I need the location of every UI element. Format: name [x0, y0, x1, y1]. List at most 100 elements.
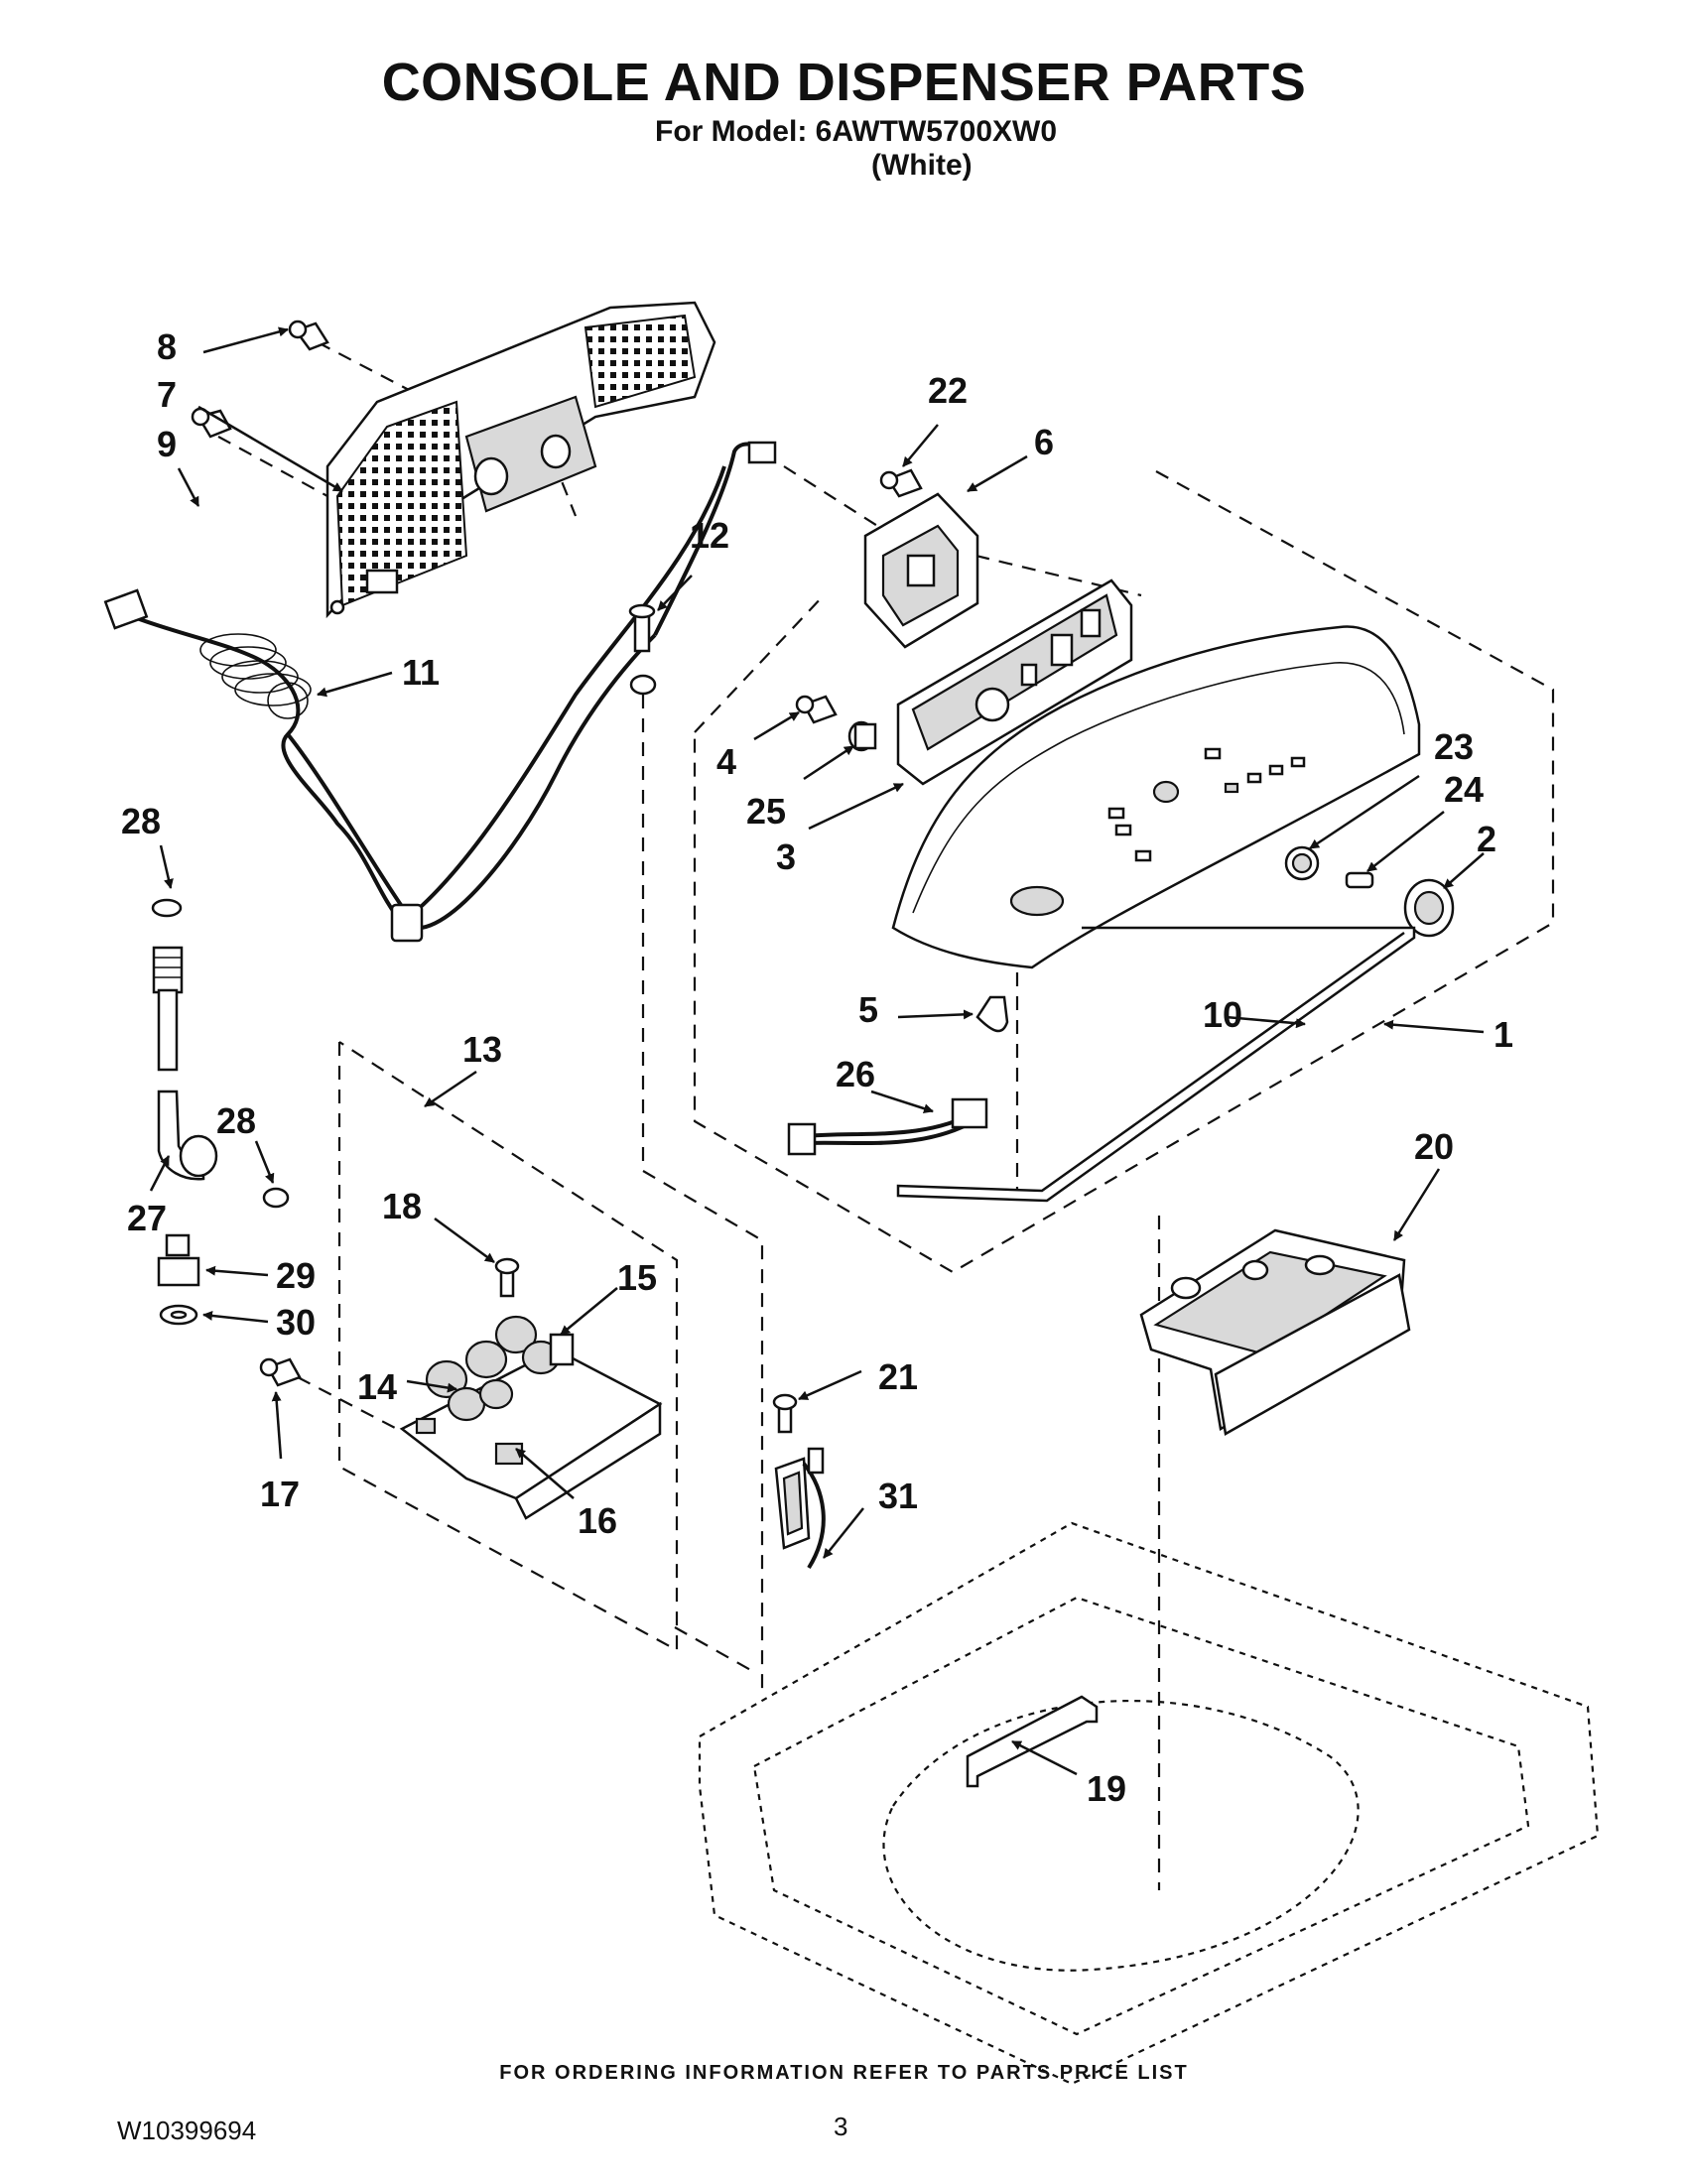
callout-6: 6 [1034, 422, 1054, 462]
callout-23: 23 [1434, 726, 1474, 767]
console [891, 625, 1421, 969]
callout-16: 16 [578, 1500, 617, 1541]
control-knob-2 [1403, 878, 1455, 938]
callout-28b: 28 [216, 1100, 256, 1141]
callout-15: 15 [617, 1257, 657, 1298]
leader-29 [205, 1265, 269, 1277]
model-number: For Model: 6AWTW5700XW0 [655, 115, 1058, 148]
user-interface-housing [863, 492, 979, 649]
knob-bezel-23 [1284, 845, 1320, 881]
screw-12 [628, 603, 657, 696]
dispenser-drawer [1139, 1228, 1411, 1436]
washer-30 [159, 1304, 198, 1326]
cabinet-top [698, 1521, 1600, 2086]
callout-12: 12 [690, 515, 729, 556]
lid-switch-31 [774, 1447, 826, 1570]
model-color: (White) [871, 149, 973, 182]
callout-24: 24 [1444, 769, 1484, 810]
leader-22 [902, 424, 939, 467]
leader-28a [159, 844, 174, 889]
console-assembly-outline [693, 470, 1555, 1274]
callout-18: 18 [382, 1186, 422, 1226]
callout-26: 26 [836, 1054, 875, 1094]
callout-2: 2 [1477, 819, 1496, 859]
callout-30: 30 [276, 1302, 316, 1343]
leader-16 [515, 1448, 575, 1499]
callout-8: 8 [157, 326, 177, 367]
leader-19 [1011, 1739, 1078, 1776]
console-seal-10 [896, 926, 1416, 1203]
screw-22 [879, 468, 923, 498]
leader-dashed-12 [641, 695, 764, 1692]
wire-harness-26 [787, 1097, 988, 1156]
callout-22: 22 [928, 370, 968, 411]
callout-3: 3 [776, 836, 796, 877]
screw-4 [795, 695, 838, 724]
callout-14: 14 [357, 1366, 397, 1407]
leader-31 [823, 1507, 864, 1559]
page-title: CONSOLE AND DISPENSER PARTS [381, 53, 1307, 112]
callout-27: 27 [127, 1198, 167, 1238]
leader-20 [1392, 1168, 1441, 1241]
leader-24 [1366, 811, 1445, 872]
leader-3 [808, 782, 904, 831]
leader-dashed-valve [674, 1626, 755, 1673]
leader-7 [197, 405, 343, 493]
screw-21 [772, 1393, 798, 1434]
callout-25: 25 [746, 791, 786, 832]
control-board [896, 578, 1133, 786]
clip-5 [975, 995, 1009, 1033]
inlet-hose-27 [151, 898, 218, 1181]
callout-9: 9 [157, 424, 177, 464]
leader-15 [560, 1287, 618, 1336]
leader-2 [1443, 852, 1485, 889]
leader-5 [897, 1009, 974, 1020]
coiled-cord [199, 633, 312, 719]
callout-10: 10 [1203, 994, 1242, 1035]
screw-18 [494, 1257, 520, 1298]
leader-28b [254, 1140, 275, 1184]
page-number: 3 [834, 2112, 848, 2141]
callout-7: 7 [157, 374, 177, 415]
leader-25 [803, 744, 854, 781]
callout-11: 11 [402, 652, 440, 693]
leader-4 [753, 710, 800, 741]
leader-17 [271, 1391, 283, 1460]
callout-31: 31 [878, 1476, 918, 1516]
leader-21 [798, 1369, 862, 1401]
leader-8 [202, 326, 289, 354]
screw-17 [259, 1357, 302, 1387]
leader-27 [149, 1155, 171, 1192]
callout-13: 13 [462, 1029, 502, 1070]
callout-5: 5 [858, 989, 878, 1030]
leader-9 [177, 467, 200, 507]
leader-18 [434, 1217, 495, 1264]
callout-21: 21 [878, 1356, 918, 1397]
leader-dashed-17 [297, 1376, 398, 1430]
washer-28b [262, 1187, 290, 1209]
leader-13 [424, 1070, 477, 1108]
leader-14 [406, 1379, 457, 1393]
leader-10 [1225, 1015, 1306, 1029]
document-id: W10399694 [117, 2116, 257, 2145]
leader-12 [657, 575, 693, 611]
callout-17: 17 [260, 1474, 300, 1514]
callout-19: 19 [1087, 1768, 1126, 1809]
screw-8 [288, 320, 329, 351]
callout-20: 20 [1414, 1126, 1454, 1167]
leader-23 [1309, 774, 1420, 850]
callout-1: 1 [1493, 1014, 1513, 1055]
leader-26 [870, 1090, 934, 1113]
callout-28a: 28 [121, 801, 161, 841]
ordering-note: FOR ORDERING INFORMATION REFER TO PARTS … [499, 2062, 1189, 2084]
callout-29: 29 [276, 1255, 316, 1296]
leader-6 [967, 454, 1028, 493]
leader-1 [1383, 1019, 1485, 1034]
knob-adapter-25 [847, 720, 877, 752]
callout-4: 4 [716, 741, 736, 782]
spring-24 [1345, 871, 1374, 889]
leader-11 [317, 671, 393, 698]
leader-dashed-9 [217, 436, 328, 497]
water-valve-assembly [399, 1315, 663, 1520]
